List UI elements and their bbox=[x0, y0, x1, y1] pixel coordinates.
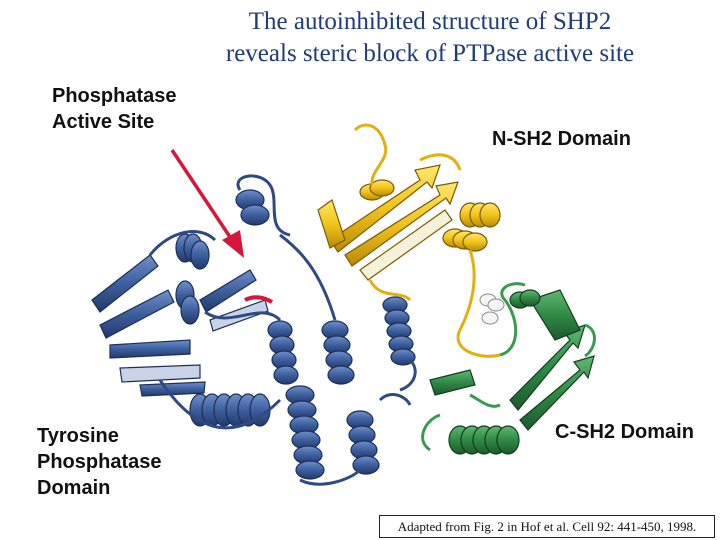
nsh2-domain-ribbon bbox=[317, 123, 501, 358]
label-nsh2-domain: N-SH2 Domain bbox=[492, 128, 631, 150]
label-active-site-line-2: Active Site bbox=[52, 111, 155, 133]
white-helix-highlights bbox=[479, 293, 505, 325]
label-ptp-line-3: Domain bbox=[37, 477, 111, 499]
citation-box: Adapted from Fig. 2 in Hof et al. Cell 9… bbox=[379, 515, 715, 538]
label-ptp-line-2: Phosphatase bbox=[37, 451, 162, 473]
slide-title: The autoinhibited structure of SHP2 reve… bbox=[150, 6, 710, 70]
label-ptp-line-1: Tyrosine bbox=[37, 425, 119, 447]
label-active-site-line-1: Phosphatase bbox=[52, 85, 177, 107]
active-site-arrow bbox=[170, 149, 273, 304]
csh2-domain-ribbon bbox=[421, 282, 596, 455]
label-csh2-domain: C-SH2 Domain bbox=[555, 421, 694, 443]
ptp-domain-ribbon bbox=[91, 174, 417, 486]
label-phosphatase-active-site: Phosphatase Active Site bbox=[52, 83, 176, 135]
label-tyrosine-phosphatase-domain: Tyrosine Phosphatase Domain bbox=[37, 423, 161, 501]
title-line-2: reveals steric block of PTPase active si… bbox=[225, 40, 635, 67]
title-line-1: The autoinhibited structure of SHP2 bbox=[248, 8, 612, 35]
